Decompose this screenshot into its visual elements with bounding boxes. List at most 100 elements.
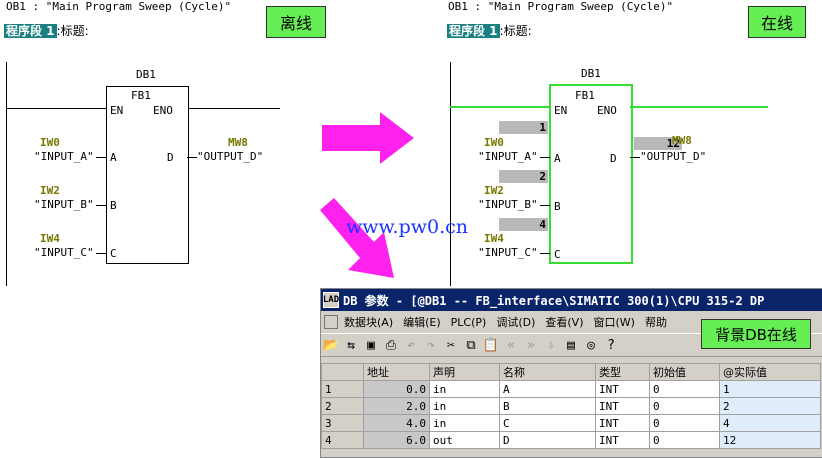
table-header: 地址 声明 名称 类型 初始值 @实际值 <box>321 363 821 381</box>
open-icon[interactable]: 📂 <box>322 337 340 353</box>
menu-view[interactable]: 查看(V) <box>545 316 584 329</box>
paste-icon[interactable]: 📋 <box>482 337 500 353</box>
menu-window[interactable]: 窗口(W) <box>593 316 635 329</box>
menu-data-block[interactable]: 数据块(A) <box>344 316 394 329</box>
menu-plc[interactable]: PLC(P) <box>450 315 487 329</box>
copy-icon[interactable]: ⧉ <box>466 337 476 353</box>
table-row[interactable]: 1 0.0 in A INT 0 1 <box>321 380 821 398</box>
cell-type[interactable]: INT <box>595 414 650 432</box>
wire-b <box>96 205 106 206</box>
plc-icon[interactable]: ▤ <box>567 337 575 353</box>
segment-label[interactable]: 程序段 1 <box>4 24 57 38</box>
print-icon[interactable]: ⎙ <box>385 337 397 353</box>
input-a-name[interactable]: "INPUT_A" <box>34 150 94 163</box>
cell-initial[interactable]: 0 <box>649 397 720 415</box>
input-a-value: 1 <box>499 121 548 134</box>
pin-d: D <box>167 151 174 164</box>
row-number[interactable]: 3 <box>321 414 364 432</box>
download-icon[interactable]: ⇩ <box>547 337 555 353</box>
help-cursor-icon[interactable]: ? <box>607 337 615 353</box>
segment-label-right[interactable]: 程序段 1 <box>447 24 500 38</box>
cell-address: 6.0 <box>363 431 430 449</box>
wire-d-right <box>630 157 640 158</box>
col-header[interactable]: @实际值 <box>719 363 821 381</box>
cell-name[interactable]: A <box>499 380 596 398</box>
cell-declaration[interactable]: in <box>429 380 500 398</box>
monitor-icon[interactable]: ◎ <box>587 337 595 353</box>
menu-help[interactable]: 帮助 <box>644 316 667 329</box>
table-row[interactable]: 4 6.0 out D INT 0 12 <box>321 431 821 449</box>
undo-icon[interactable]: ↶ <box>407 337 415 353</box>
table-row[interactable]: 3 4.0 in C INT 0 4 <box>321 414 821 432</box>
input-b-name-right[interactable]: "INPUT_B" <box>478 198 538 211</box>
cell-type[interactable]: INT <box>595 380 650 398</box>
ob-header-left: OB1 : "Main Program Sweep (Cycle)" <box>6 0 232 13</box>
input-c-value: 4 <box>499 218 548 231</box>
window-titlebar[interactable]: LAD DB 参数 - [@DB1 -- FB_interface\SIMATI… <box>321 289 822 311</box>
cell-actual[interactable]: 2 <box>719 397 821 415</box>
input-b-addr: IW2 <box>40 184 60 197</box>
input-b-name[interactable]: "INPUT_B" <box>34 198 94 211</box>
pin-en-right: EN <box>554 104 568 117</box>
offline-tag: 离线 <box>266 6 326 38</box>
cell-name[interactable]: C <box>499 414 596 432</box>
menu-edit[interactable]: 编辑(E) <box>403 316 441 329</box>
fb-block-left[interactable]: FB1 EN ENO A D B C <box>106 86 189 264</box>
wire-c-right <box>540 253 550 254</box>
col-header[interactable]: 类型 <box>595 363 650 381</box>
cell-declaration[interactable]: in <box>429 397 500 415</box>
power-rail-left <box>6 62 7 286</box>
table-row[interactable]: 2 2.0 in B INT 0 2 <box>321 397 821 415</box>
rung-right-out <box>630 106 768 108</box>
output-name-right[interactable]: "OUTPUT_D" <box>640 150 707 163</box>
pin-d-right: D <box>610 152 617 165</box>
ob-header-right: OB1 : "Main Program Sweep (Cycle)" <box>448 0 674 13</box>
col-header[interactable]: 初始值 <box>649 363 720 381</box>
cell-actual[interactable]: 4 <box>719 414 821 432</box>
fb-block-right[interactable]: FB1 EN ENO A D B C <box>549 84 633 264</box>
cell-initial[interactable]: 0 <box>649 414 720 432</box>
segment-header-left: 程序段 1:标题: <box>4 20 89 39</box>
input-c-name[interactable]: "INPUT_C" <box>34 246 94 259</box>
cut-icon[interactable]: ✂ <box>447 337 455 353</box>
cell-declaration[interactable]: out <box>429 431 500 449</box>
input-a-addr-right: IW0 <box>484 136 504 149</box>
cell-actual[interactable]: 1 <box>719 380 821 398</box>
watermark: www.pw0.cn <box>346 216 469 238</box>
next-icon[interactable]: » <box>527 337 535 353</box>
col-header[interactable]: 声明 <box>429 363 500 381</box>
db-label-right: DB1 <box>581 67 601 80</box>
cell-type[interactable]: INT <box>595 431 650 449</box>
output-addr-right: MW8 <box>672 134 692 147</box>
col-header[interactable]: 地址 <box>363 363 430 381</box>
db-online-tag: 背景DB在线 <box>701 319 811 349</box>
row-number[interactable]: 1 <box>321 380 364 398</box>
input-c-addr: IW4 <box>40 232 60 245</box>
arrow-down-right-icon <box>320 198 394 278</box>
db-param-window[interactable]: LAD DB 参数 - [@DB1 -- FB_interface\SIMATI… <box>320 288 822 458</box>
row-number[interactable]: 2 <box>321 397 364 415</box>
col-header[interactable]: 名称 <box>499 363 596 381</box>
input-c-addr-right: IW4 <box>484 232 504 245</box>
cell-declaration[interactable]: in <box>429 414 500 432</box>
power-rail-right <box>450 62 451 286</box>
prev-icon[interactable]: « <box>507 337 515 353</box>
pin-c-right: C <box>554 248 561 261</box>
output-name[interactable]: "OUTPUT_D" <box>197 150 264 163</box>
cell-initial[interactable]: 0 <box>649 431 720 449</box>
pin-eno: ENO <box>153 104 173 117</box>
network-icon[interactable]: ⇆ <box>347 337 355 353</box>
input-c-name-right[interactable]: "INPUT_C" <box>478 246 538 259</box>
save-icon[interactable]: ▣ <box>367 337 375 353</box>
app-icon: LAD <box>323 292 339 308</box>
cell-name[interactable]: D <box>499 431 596 449</box>
row-number[interactable]: 4 <box>321 431 364 449</box>
menu-debug[interactable]: 调试(D) <box>496 316 536 329</box>
cell-actual[interactable]: 12 <box>719 431 821 449</box>
pin-c: C <box>110 247 117 260</box>
cell-initial[interactable]: 0 <box>649 380 720 398</box>
cell-type[interactable]: INT <box>595 397 650 415</box>
redo-icon[interactable]: ↷ <box>427 337 435 353</box>
input-a-name-right[interactable]: "INPUT_A" <box>478 150 538 163</box>
cell-name[interactable]: B <box>499 397 596 415</box>
